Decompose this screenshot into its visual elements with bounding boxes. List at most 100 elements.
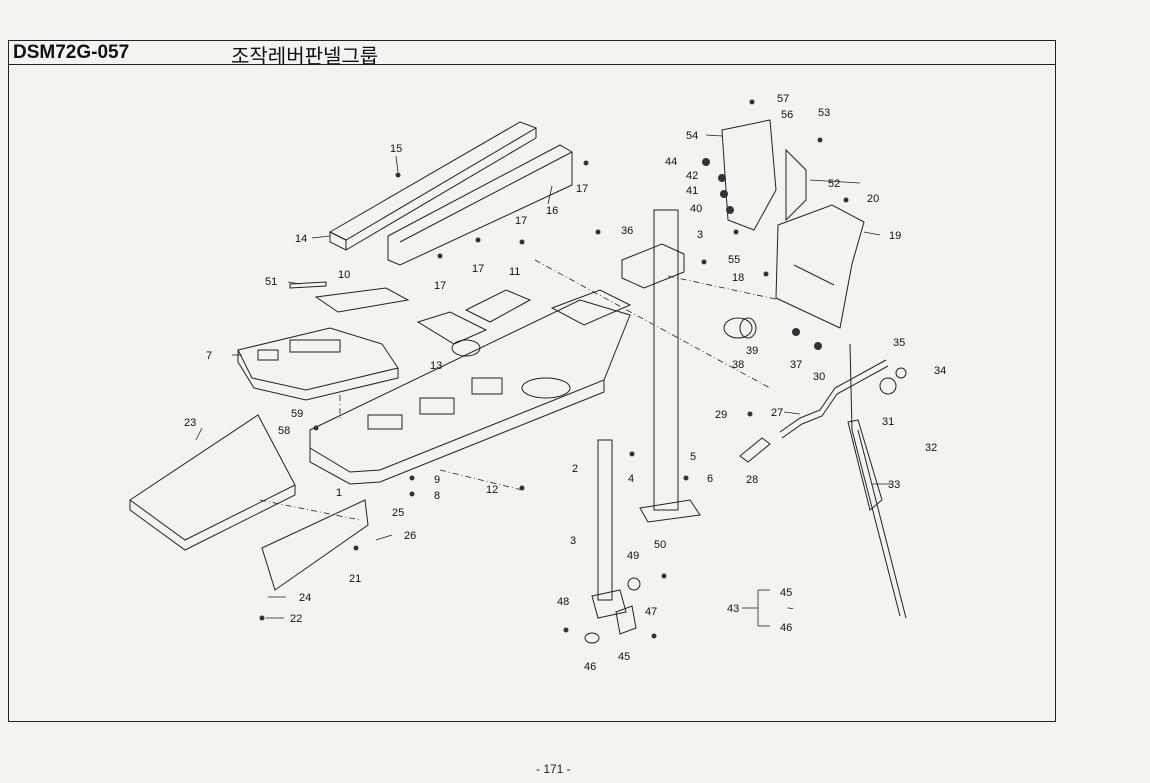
part-14-rail [328,121,538,251]
callout-34: 34 [934,365,946,377]
part-1-main-panel [309,289,632,485]
callout-59: 59 [291,408,303,420]
callout-54: 54 [686,130,698,142]
callout-16: 16 [546,205,558,217]
part-45-block [615,605,637,635]
callout-53: 53 [818,107,830,119]
callout-46: 46 [584,661,596,673]
callout-13: 13 [430,360,442,372]
callout-1: 1 [336,487,342,499]
callout-27: 27 [771,407,783,419]
callout-45: 45 [780,587,792,599]
part-31-washer [879,377,897,395]
callout-57: 57 [777,93,789,105]
callout-22: 22 [290,613,302,625]
assembly-lines [259,259,781,521]
part-7-top-cover [237,327,399,401]
part-46-bushing [584,632,600,644]
callout-35: 35 [893,337,905,349]
callout-36: 36 [621,225,633,237]
callout-30: 30 [813,371,825,383]
callout-21: 21 [349,573,361,585]
part-51-strip [289,281,327,289]
callout-28: 28 [746,474,758,486]
callout-labels: 1 2 3 3 4 5 6 7 8 9 10 11 12 13 14 15 16… [184,93,946,673]
callout-3: 3 [697,229,703,241]
callout-29: 29 [715,409,727,421]
callout-10: 10 [338,269,350,281]
callout-37: 37 [790,359,802,371]
callout-4: 4 [628,473,634,485]
callout-8: 8 [434,490,440,502]
callout-43: 43 [727,603,739,615]
part-5-column [621,209,701,523]
callout-2: 2 [572,463,578,475]
part-25-cover [261,499,369,591]
callout-9: 9 [434,474,440,486]
callout-23: 23 [184,417,196,429]
callout-56: 56 [781,109,793,121]
callout-44: 44 [665,156,677,168]
part-28-grip [739,437,771,463]
callout-45: 45 [618,651,630,663]
part-49-washer [627,577,641,591]
callout-40: 40 [690,203,702,215]
part-11-tray [464,289,532,323]
callout-25: 25 [392,507,404,519]
callout-17: 17 [515,215,527,227]
callout-58: 58 [278,425,290,437]
callout-32: 32 [925,442,937,454]
part-52-bracket [785,148,807,222]
leader-lines [195,134,892,627]
callout-26: 26 [404,530,416,542]
callout-33: 33 [888,479,900,491]
part-16-rail [387,144,573,266]
callout-49: 49 [627,550,639,562]
callout-52: 52 [828,178,840,190]
callout-51: 51 [265,276,277,288]
callout-46: 46 [780,622,792,634]
callout-24: 24 [299,592,311,604]
assembly-tilde: ~ [787,603,793,615]
callout-31: 31 [882,416,894,428]
part-54-bracket [721,119,777,231]
callout-39: 39 [746,345,758,357]
callout-17: 17 [434,280,446,292]
title-bar: DSM72G-057 조작레버판넬그룹 [9,41,1055,68]
page-number: - 171 - [536,762,571,776]
callout-15: 15 [390,143,402,155]
callout-18: 18 [732,272,744,284]
drawing-frame: DSM72G-057 조작레버판넬그룹 [8,40,1056,722]
model-code: DSM72G-057 [13,42,130,63]
callout-50: 50 [654,539,666,551]
part-38-knob [723,317,757,339]
callout-41: 41 [686,185,698,197]
part-13-cupholder [416,311,488,357]
callout-48: 48 [557,596,569,608]
callout-38: 38 [732,359,744,371]
callout-7: 7 [206,350,212,362]
callout-20: 20 [867,193,879,205]
part-33-pedal-rod [847,343,907,619]
hardware-fasteners [259,99,849,639]
callout-47: 47 [645,606,657,618]
callout-11: 11 [509,266,520,278]
part-10-plate [314,287,410,313]
callout-17: 17 [472,263,484,275]
group-title: 조작레버판넬그룹 [231,44,379,68]
callout-3: 3 [570,535,576,547]
callout-17: 17 [576,183,588,195]
part-3-lower-column [591,439,627,619]
part-19-bracket [775,204,865,329]
callout-55: 55 [728,254,740,266]
part-35-washer [895,367,907,379]
callout-12: 12 [486,484,498,496]
callout-14: 14 [295,233,307,245]
part-27-lever [779,359,889,439]
callout-5: 5 [690,451,696,463]
part-23-floor-plate [129,414,296,551]
callout-6: 6 [707,473,713,485]
callout-42: 42 [686,170,698,182]
